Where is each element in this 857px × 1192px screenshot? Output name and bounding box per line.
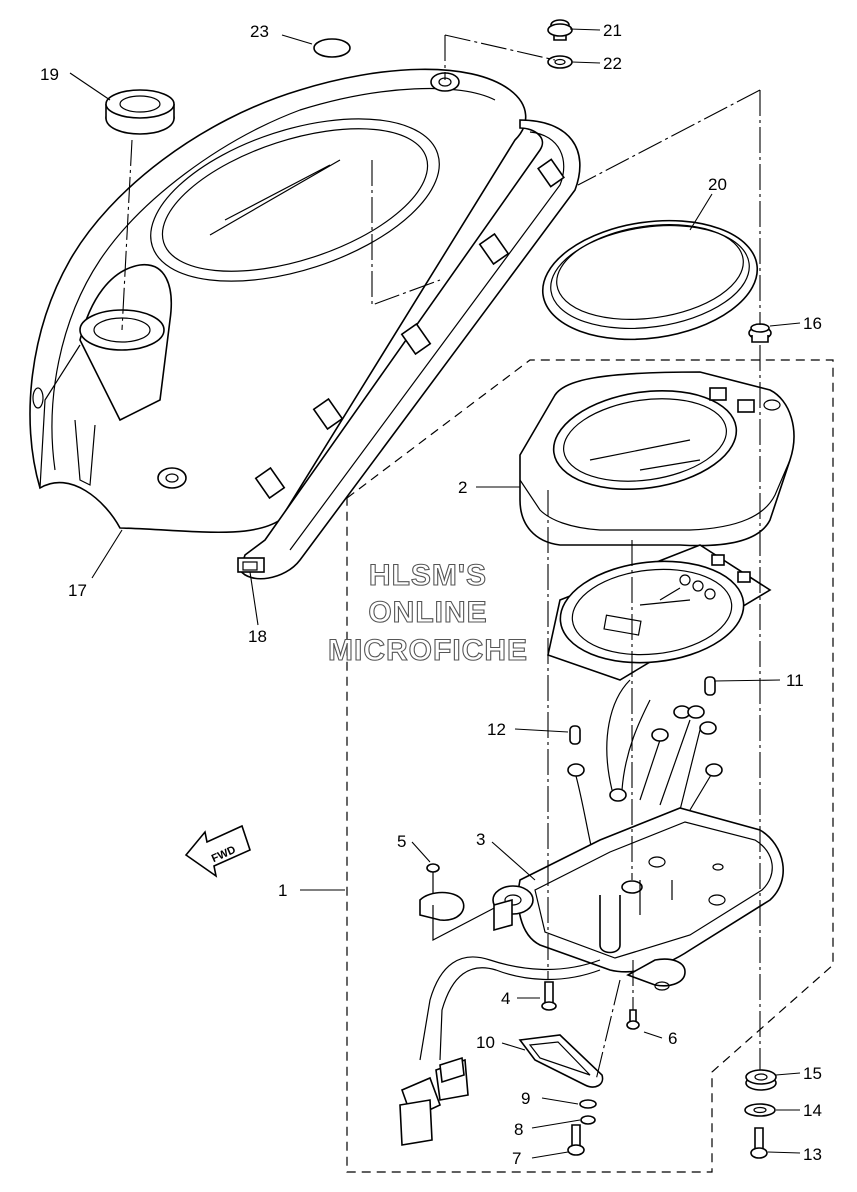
callout-15: 15 — [803, 1064, 822, 1083]
gauge-plate — [547, 544, 772, 681]
watermark-line-2: ONLINE — [368, 596, 487, 629]
forward-arrow: FWD — [184, 824, 251, 878]
callout-10: 10 — [476, 1033, 495, 1052]
callout-7: 7 — [512, 1149, 521, 1168]
washer-8 — [580, 1115, 596, 1125]
callout-18: 18 — [248, 627, 267, 646]
callout-8: 8 — [514, 1120, 523, 1139]
callout-16: 16 — [803, 314, 822, 333]
callout-1: 1 — [278, 881, 287, 900]
screw-6 — [626, 1009, 640, 1030]
callout-14: 14 — [803, 1101, 822, 1120]
meter-case-2 — [519, 371, 795, 547]
callout-6: 6 — [668, 1029, 677, 1048]
reference-lines — [121, 34, 761, 1081]
callout-21: 21 — [603, 21, 622, 40]
callout-9: 9 — [521, 1089, 530, 1108]
callout-22: 22 — [603, 54, 622, 73]
assembly-boundary — [346, 359, 834, 1173]
meter-housing-3 — [492, 807, 784, 991]
callout-23: 23 — [250, 22, 269, 41]
washer-9 — [579, 1099, 597, 1109]
watermark-line-1: HLSM'S — [369, 559, 487, 592]
trim-strip — [237, 119, 581, 580]
callout-11: 11 — [786, 671, 804, 690]
watermark-line-3: MICROFICHE — [328, 634, 528, 667]
callout-2: 2 — [458, 478, 467, 497]
callout-4: 4 — [501, 989, 510, 1008]
grommet-15 — [745, 1069, 777, 1091]
callout-3: 3 — [476, 830, 485, 849]
grommet-16 — [748, 323, 772, 343]
callout-5: 5 — [397, 832, 406, 851]
wire-harness — [399, 956, 601, 1146]
clamp-5 — [419, 863, 513, 941]
collar-14 — [744, 1103, 776, 1117]
screw-21 — [547, 19, 573, 41]
ring-gasket-19 — [105, 89, 175, 135]
callout-leaders — [69, 28, 801, 1159]
callout-13: 13 — [803, 1145, 822, 1164]
screw-4 — [541, 981, 557, 1011]
callout-19: 19 — [40, 65, 59, 84]
bulb-sockets — [567, 676, 723, 881]
callout-labels: 1 2 3 4 5 6 7 8 9 10 11 12 13 14 15 16 1… — [40, 21, 822, 1168]
lens-ring-20 — [541, 219, 759, 341]
screw-7 — [567, 1124, 585, 1156]
screw-13 — [750, 1127, 768, 1159]
washer-22 — [547, 55, 573, 69]
callout-20: 20 — [708, 175, 727, 194]
watermark: HLSM'S ONLINE MICROFICHE — [327, 558, 528, 667]
meter-cover — [29, 68, 527, 534]
pad-23 — [313, 38, 351, 58]
callout-12: 12 — [487, 720, 506, 739]
plate-10 — [518, 1034, 604, 1088]
callout-17: 17 — [68, 581, 87, 600]
